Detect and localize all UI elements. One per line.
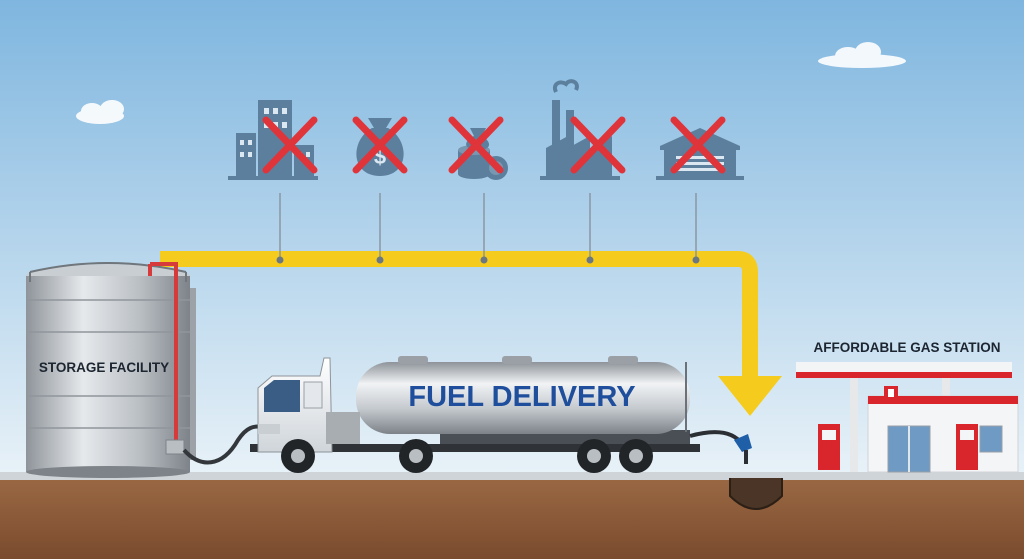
cross-mark-5 — [670, 116, 726, 174]
ground-edge — [0, 472, 1024, 480]
ground — [0, 478, 1024, 559]
cloud-left — [76, 100, 124, 124]
flow-arrow — [160, 251, 782, 416]
storage-label: STORAGE FACILITY — [39, 360, 169, 375]
underground-tank — [729, 478, 783, 510]
cloud-right — [818, 42, 906, 68]
fuel-truck — [250, 356, 752, 473]
truck-wheels — [281, 439, 653, 473]
connector-dots — [276, 256, 700, 264]
cross-mark-2 — [352, 116, 408, 174]
gas-station — [796, 362, 1019, 473]
cross-mark-3 — [448, 116, 504, 174]
station-label: AFFORDABLE GAS STATION — [814, 340, 1001, 355]
truck-label: FUEL DELIVERY — [408, 381, 635, 413]
connector-lines — [279, 193, 697, 259]
cross-mark-4 — [570, 116, 626, 174]
cross-mark-1 — [262, 116, 318, 174]
storage-tank — [26, 262, 267, 478]
